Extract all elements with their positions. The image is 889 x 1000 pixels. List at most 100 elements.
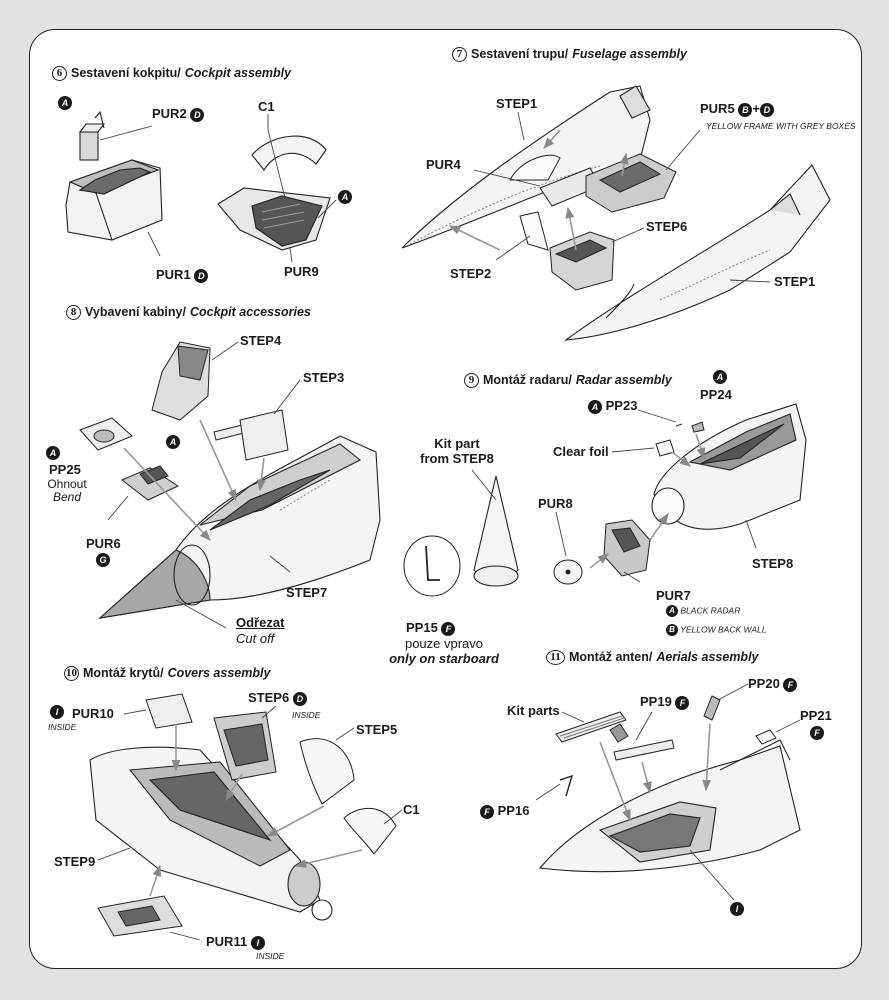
label-step6-covers: STEP6 D bbox=[248, 690, 307, 706]
title-en: Cockpit assembly bbox=[184, 66, 292, 80]
paint-badge-a: A bbox=[588, 399, 602, 414]
label-c1: C1 bbox=[258, 99, 275, 114]
paint-badge-i: I bbox=[50, 705, 64, 719]
step-number: 8 bbox=[66, 304, 81, 320]
label-step6: STEP6 bbox=[646, 219, 688, 234]
section11-arrows bbox=[599, 723, 712, 822]
cockpit-tub-drawing bbox=[65, 110, 163, 241]
label-clear-foil: Clear foil bbox=[553, 444, 609, 459]
cover-parts-drawing bbox=[97, 693, 397, 937]
step-number: 10 bbox=[64, 665, 79, 681]
label-step3: STEP3 bbox=[303, 370, 345, 385]
fuselage-insert-parts bbox=[509, 153, 677, 291]
label-pur8: PUR8 bbox=[538, 496, 573, 511]
title-cz: Vybavení kabiny/ bbox=[85, 305, 186, 319]
paint-badge-a: A bbox=[666, 605, 678, 617]
label-step9: STEP9 bbox=[54, 854, 96, 869]
title-en: Covers assembly bbox=[167, 666, 271, 680]
label-pp19: PP19 F bbox=[640, 694, 690, 710]
section-8-title: 8 Vybavení kabiny/ Cockpit accessories bbox=[66, 304, 311, 320]
paint-badge-g: G bbox=[96, 553, 110, 567]
cover-fuselage-drawing bbox=[89, 746, 333, 921]
step-number: 11 bbox=[546, 649, 565, 665]
plus-sign: + bbox=[752, 101, 760, 116]
title-en: Fuselage assembly bbox=[572, 47, 687, 61]
section10-leader-lines bbox=[97, 705, 403, 941]
note-yellow-frame: YELLOW FRAME WITH GREY BOXES bbox=[706, 121, 856, 131]
label-pur1: PUR1 D bbox=[156, 267, 209, 283]
note-inside: INSIDE bbox=[292, 710, 321, 720]
label-pp24: PP24 bbox=[700, 387, 732, 402]
label-step2: STEP2 bbox=[450, 266, 492, 281]
section6-leader-lines bbox=[99, 114, 337, 263]
title-cz: Montáž radaru/ bbox=[483, 373, 572, 387]
label-cut-off: Cut off bbox=[236, 631, 275, 646]
label-bend: Bend bbox=[52, 490, 82, 504]
section10-arrows bbox=[149, 724, 363, 897]
step-number: 6 bbox=[52, 65, 67, 81]
label-only-starboard: only on starboard bbox=[389, 651, 499, 666]
paint-badge-f: F bbox=[675, 695, 690, 710]
step-number: 9 bbox=[464, 372, 479, 388]
label-pur2: PUR2 D bbox=[152, 106, 205, 122]
section-9-title: 9 Montáž radaru/ Radar assembly bbox=[464, 372, 672, 388]
label-step8: STEP8 bbox=[752, 556, 794, 571]
paint-badge-f: F bbox=[783, 677, 798, 692]
label-pur4: PUR4 bbox=[426, 157, 461, 172]
section-11-title: 11 Montáž anten/ Aerials assembly bbox=[546, 649, 759, 665]
paint-badge-d: D bbox=[759, 102, 774, 117]
section7-leader-lines bbox=[473, 111, 771, 283]
label-step1: STEP1 bbox=[496, 96, 538, 111]
section8-arrows bbox=[123, 419, 266, 541]
label-from-step8: from STEP8 bbox=[420, 451, 494, 466]
label-pur5: PUR5 B+D bbox=[700, 101, 774, 117]
paint-badge-d: D bbox=[194, 268, 209, 283]
paint-badge-a: A bbox=[46, 446, 60, 460]
paint-badge-f: F bbox=[810, 726, 824, 740]
label-kit-part: Kit part bbox=[434, 436, 480, 451]
paint-badge-a: A bbox=[58, 96, 72, 110]
label-pp16: F PP16 bbox=[480, 803, 529, 819]
step-number: 7 bbox=[452, 46, 467, 62]
section11-leader-lines bbox=[535, 683, 801, 901]
note-inside: INSIDE bbox=[48, 722, 77, 732]
note-yellow-back-wall: B YELLOW BACK WALL bbox=[666, 624, 767, 636]
paint-badge-i: I bbox=[250, 935, 265, 950]
title-cz: Sestavení trupu/ bbox=[471, 47, 569, 61]
paint-badge-f: F bbox=[480, 804, 494, 819]
label-step5: STEP5 bbox=[356, 722, 398, 737]
paint-badge-i: I bbox=[730, 902, 744, 916]
label-step4: STEP4 bbox=[240, 333, 282, 348]
label-pp21: PP21 bbox=[800, 708, 832, 723]
paint-badge-a: A bbox=[166, 435, 180, 449]
title-en: Cockpit accessories bbox=[189, 305, 311, 319]
paint-badge-d: D bbox=[292, 691, 307, 706]
label-pur10: PUR10 bbox=[72, 706, 114, 721]
fuselage-right-half-drawing bbox=[564, 164, 831, 341]
section-10-title: 10 Montáž krytů/ Covers assembly bbox=[64, 665, 270, 681]
label-ohnout: Ohnout bbox=[47, 477, 87, 491]
bend-detail-drawing bbox=[403, 535, 461, 597]
section9-arrows bbox=[589, 433, 706, 569]
label-pur9: PUR9 bbox=[284, 264, 319, 279]
label-kit-parts: Kit parts bbox=[507, 703, 560, 718]
title-cz: Montáž krytů/ bbox=[83, 666, 164, 680]
aerials-parts-drawing bbox=[555, 695, 777, 797]
label-step7: STEP7 bbox=[286, 585, 328, 600]
paint-badge-f: F bbox=[441, 621, 456, 636]
title-en: Radar assembly bbox=[575, 373, 672, 387]
label-pp15: PP15 F bbox=[406, 620, 456, 636]
nose-fuselage-drawing bbox=[98, 435, 381, 619]
title-cz: Sestavení kokpitu/ bbox=[71, 66, 181, 80]
radar-nose-drawing bbox=[651, 403, 807, 530]
aerials-fuselage-drawing bbox=[538, 739, 801, 873]
section-6-title: 6 Sestavení kokpitu/ Cockpit assembly bbox=[52, 65, 291, 81]
panel-and-strip-parts bbox=[79, 409, 289, 501]
section7-arrows bbox=[448, 129, 629, 251]
label-pp20: PP20 F bbox=[748, 676, 798, 692]
title-en: Aerials assembly bbox=[656, 650, 759, 664]
label-step1-right: STEP1 bbox=[774, 274, 816, 289]
paint-badge-b: B bbox=[666, 624, 678, 636]
paint-badge-d: D bbox=[190, 107, 205, 122]
